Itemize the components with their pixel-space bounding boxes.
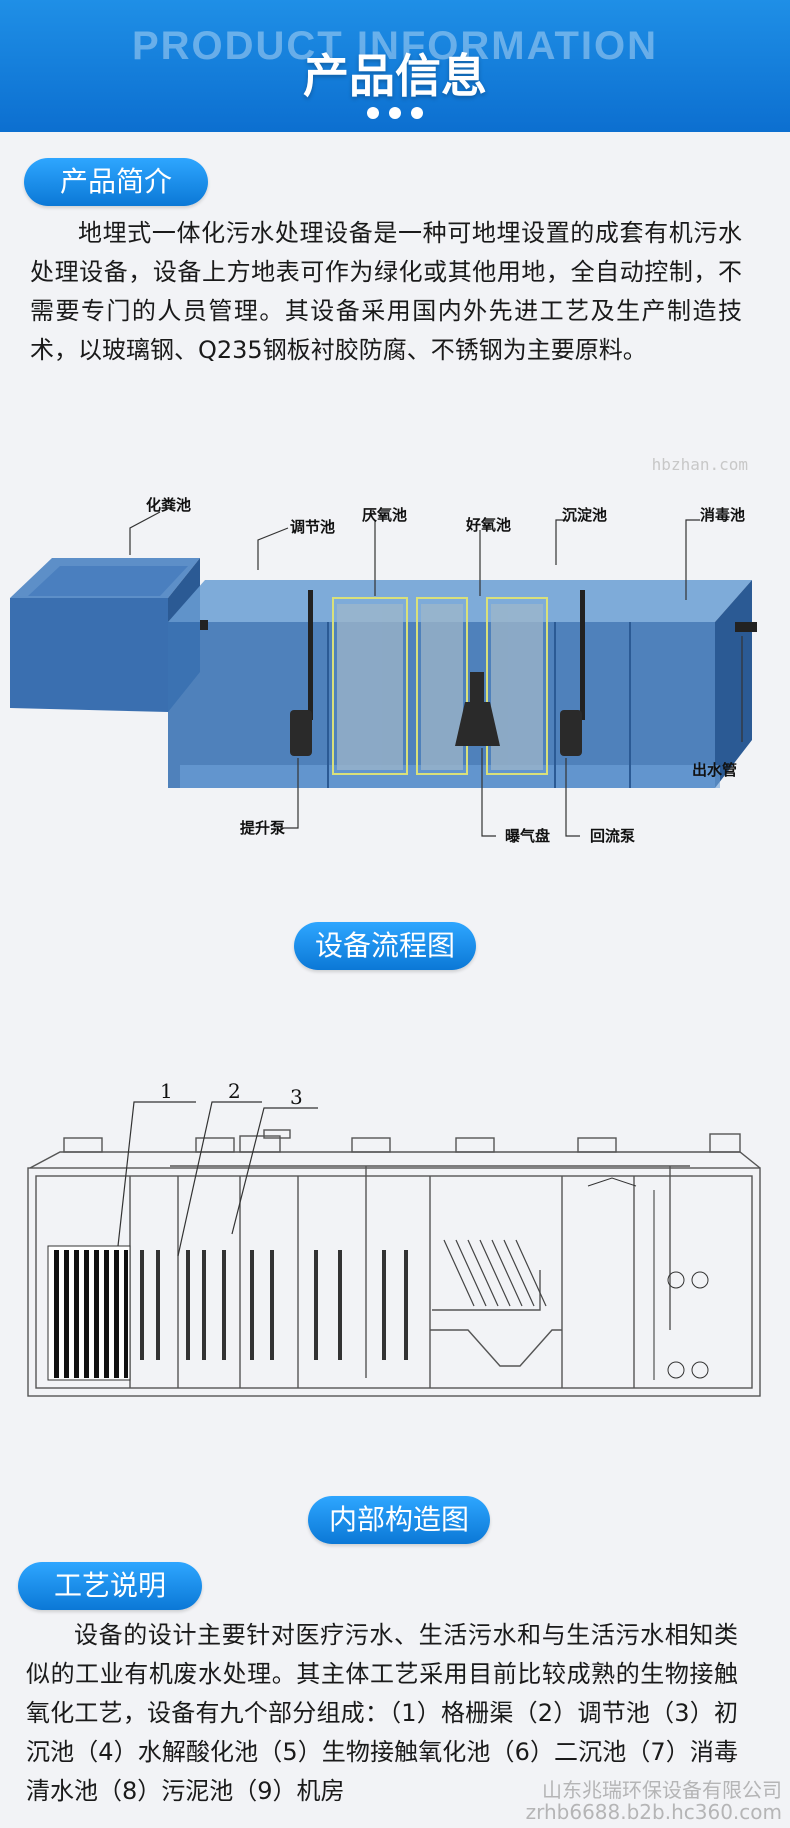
page-banner: PRODUCT INFORMATION 产品信息 <box>0 0 790 132</box>
flow-diagram: hbzhan.com <box>10 455 757 845</box>
label-septic: 化粪池 <box>146 496 191 514</box>
structure-diagram-caption: 内部构造图 <box>308 1496 490 1544</box>
dot-icon <box>411 107 423 119</box>
aerator <box>455 672 500 746</box>
callout-number-3: 3 <box>290 1085 303 1109</box>
label-settling: 沉淀池 <box>562 506 607 524</box>
number-leaders <box>117 1101 318 1257</box>
label-outlet: 出水管 <box>692 761 737 779</box>
callout-number-1: 1 <box>160 1079 173 1103</box>
leader-lines <box>129 511 743 837</box>
media-columns <box>140 1250 408 1360</box>
banner-title: 产品信息 <box>303 49 487 103</box>
lift-pump <box>290 590 313 756</box>
label-disinfection: 消毒池 <box>700 506 745 524</box>
label-aerator: 曝气盘 <box>505 827 550 845</box>
banner-background-text: PRODUCT INFORMATION <box>131 24 659 68</box>
process-paragraph: 设备的设计主要针对医疗污水、生活污水和与生活污水相知类似的工业有机废水处理。其主… <box>26 1621 738 1805</box>
footer-watermark: 山东兆瑞环保设备有限公司 zrhb6688.b2b.hc360.com <box>526 1779 782 1823</box>
machine-room <box>587 1177 709 1380</box>
label-anoxic: 厌氧池 <box>362 506 407 524</box>
label-return-pump: 回流泵 <box>590 827 635 845</box>
septic-tank <box>10 558 200 712</box>
return-pump <box>560 590 585 756</box>
label-aerobic: 好氧池 <box>465 516 511 534</box>
callout-number-2: 2 <box>228 1079 241 1103</box>
label-regulating: 调节池 <box>290 518 335 536</box>
dot-icon <box>367 107 379 119</box>
flow-diagram-caption: 设备流程图 <box>294 922 476 970</box>
screen-bars <box>47 1245 131 1381</box>
inclined-plates <box>443 1239 547 1307</box>
watermark-url: zrhb6688.b2b.hc360.com <box>525 1800 782 1824</box>
media-fill <box>337 604 543 770</box>
structure-diagram: 1 2 3 <box>27 1079 761 1397</box>
process-heading: 工艺说明 <box>18 1562 202 1610</box>
intro-paragraph: 地埋式一体化污水处理设备是一种可地埋设置的成套有机污水处理设备，设备上方地表可作… <box>30 219 742 364</box>
media-frames <box>332 597 548 775</box>
intro-heading: 产品简介 <box>24 158 208 206</box>
dot-icon <box>389 107 401 119</box>
label-lift-pump: 提升泵 <box>240 819 285 837</box>
watermark-company: 山东兆瑞环保设备有限公司 <box>542 1778 782 1802</box>
diagram-watermark: hbzhan.com <box>652 455 748 474</box>
banner-dots <box>0 104 790 123</box>
